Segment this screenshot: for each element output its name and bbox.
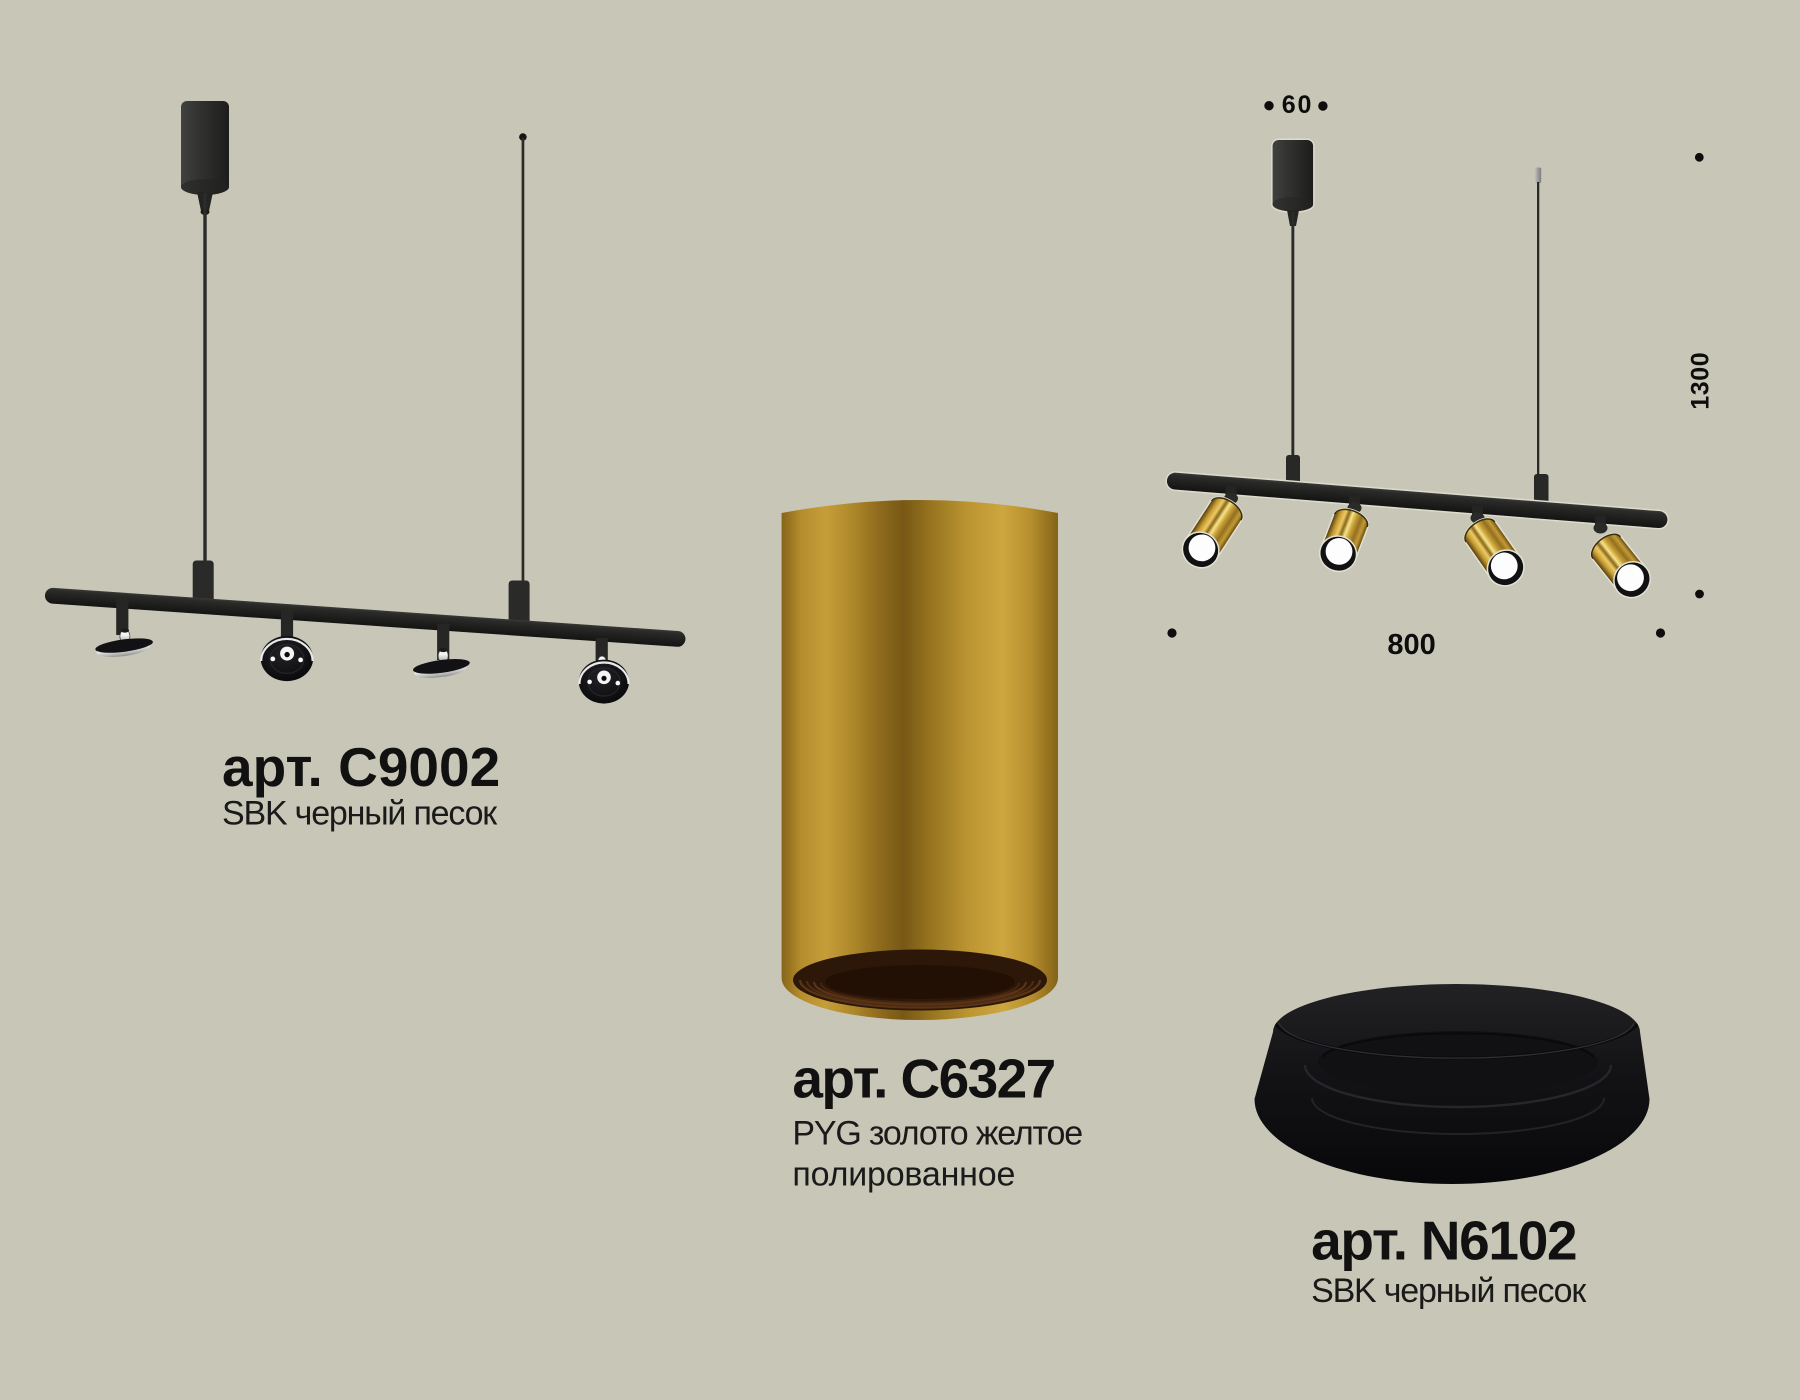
svg-text:PYG золото желтое: PYG золото желтое — [792, 1115, 1082, 1153]
svg-text:арт. C6327: арт. C6327 — [792, 1047, 1054, 1109]
svg-text:SBK черный песок: SBK черный песок — [222, 795, 498, 833]
svg-text:800: 800 — [1387, 629, 1435, 661]
svg-text:полированное: полированное — [792, 1155, 1015, 1193]
svg-text:SBK черный песок: SBK черный песок — [1311, 1272, 1587, 1310]
svg-text:60: 60 — [1282, 91, 1313, 119]
svg-text:арт. C9002: арт. C9002 — [222, 736, 500, 798]
svg-text:арт. N6102: арт. N6102 — [1311, 1210, 1576, 1272]
svg-text:1300: 1300 — [1687, 352, 1715, 410]
